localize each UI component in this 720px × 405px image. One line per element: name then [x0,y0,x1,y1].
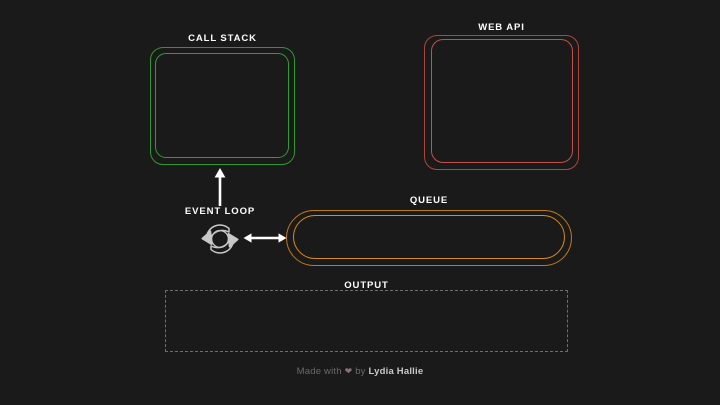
call-stack-inner-border [155,53,289,158]
call-stack-box[interactable] [150,47,295,165]
queue-inner-border [293,215,565,259]
event-loop-label: EVENT LOOP [184,206,256,217]
arrow-queue-to-call-stack [214,168,226,206]
web-api-label: WEB API [478,22,525,33]
circular-arrows-icon[interactable] [199,219,241,259]
footer-credit: Made with ❤ by Lydia Hallie [0,366,720,377]
queue-label: QUEUE [409,195,449,206]
output-box[interactable] [165,290,568,352]
footer-prefix: Made with [296,366,342,377]
arrow-event-loop-to-queue [243,233,287,243]
web-api-box[interactable] [424,35,579,170]
web-api-inner-border [431,39,573,163]
output-label: OUTPUT [344,280,389,291]
footer-author[interactable]: Lydia Hallie [368,366,424,377]
queue-box[interactable] [286,210,572,266]
call-stack-outer-border [150,47,295,165]
call-stack-label: CALL STACK [188,33,257,44]
heart-icon: ❤ [344,366,353,376]
footer-middle: by [355,366,366,377]
web-api-outer-border [424,35,579,170]
